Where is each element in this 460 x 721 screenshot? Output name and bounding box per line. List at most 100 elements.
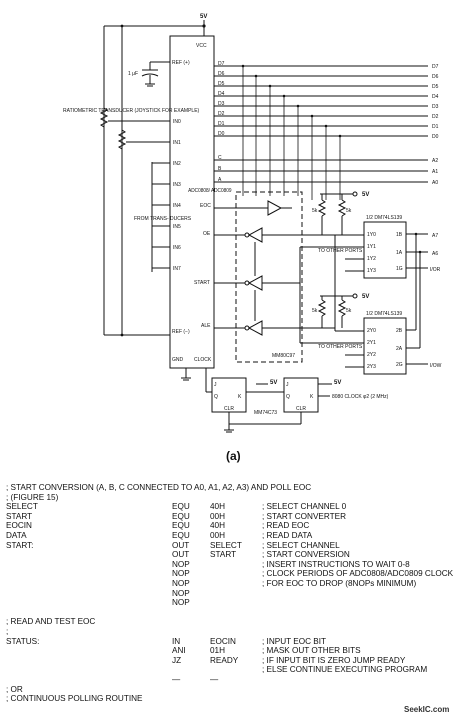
decoder-b [363,317,407,375]
ref-plus-label: REF (+) [172,60,190,66]
dec-b-2y1: 2Y1 [367,340,376,346]
ff2-clr: CLR [296,406,306,412]
bus-a0: A0 [432,180,438,186]
bus-d2: D2 [432,114,439,120]
ff2-5v-label: 5V [334,380,341,386]
code-comment: ; START CONVERSION [262,550,350,560]
resistor-label-4: 5k [346,308,352,314]
dec-a-1g: 1G [396,266,403,272]
io-r-label: I/OR [430,267,441,273]
code-label: SELECT [6,502,38,512]
code-operand: 00H [210,511,226,521]
code-comment: ; INSERT INSTRUCTIONS TO WAIT 0-8 [262,559,410,569]
code-operand: — [210,675,219,684]
pin-c: C [218,155,222,161]
code-comment: ; FOR EOC TO DROP (8NOPs MINIMUM) [262,579,417,588]
ff1-j: J [214,382,217,388]
code-label: START [6,511,33,521]
clock-source-label: 8080 CLOCK φ2 (2 MHz) [332,394,389,400]
code-opcode: OUT [172,540,190,550]
ff1-k: K [238,394,242,400]
assembly-listing: ; START CONVERSION (A, B, C CONNECTED TO… [0,483,460,706]
dec-a-1b: 1B [396,232,403,238]
decoder-a [363,221,407,279]
code-line: ; (FIGURE 15) [0,492,460,505]
watermark: SeekIC.com [404,705,450,714]
pin-d0: D0 [218,131,225,137]
in5-label: IN5 [173,224,181,230]
resistor-label-2: 5k [346,208,352,214]
code-line: ; ELSE CONTINUE EXECUTING PROGRAM [0,666,460,677]
code-line: —— [0,675,460,687]
to-other-ports-b: TO OTHER PORTS [318,344,363,350]
pin-b: B [218,166,222,172]
pullup-5v-bottom: 5V [362,294,369,300]
code-operand: 00H [210,531,226,540]
code-line: ; START CONVERSION (A, B, C CONNECTED TO… [0,483,460,495]
code-opcode: JZ [172,655,182,665]
dec-a-1a: 1A [396,250,403,256]
pin-d1: D1 [218,121,225,127]
dec-b-2y2: 2Y2 [367,352,376,358]
code-operand: SELECT [210,540,242,550]
dec-a-1y3: 1Y3 [367,268,376,274]
code-comment: ; MASK OUT OTHER BITS [262,646,361,656]
eoc-label: EOC [200,203,211,209]
dec-b-2y3: 2Y3 [367,364,376,370]
code-operand: 40H [210,502,226,512]
capacitor-label: 1 μF [128,71,138,77]
vcc-top-label: 5V [200,14,207,20]
code-line: NOP ; CLOCK PERIODS OF ADC0808/ADC0809 CL… [0,570,460,581]
resistor-label-3: 5k [312,308,318,314]
code-label: ; [6,627,9,636]
bus-d5: D5 [432,84,439,90]
decoder-a-name: 1/2 DM74LS139 [366,215,402,221]
dec-b-2y0: 2Y0 [367,328,376,334]
in2-label: IN2 [173,161,181,167]
code-comment: ; SELECT CHANNEL 0 [262,502,347,512]
bus-d7: D7 [432,64,439,70]
code-line: ; CONTINUOUS POLLING ROUTINE [0,694,460,706]
code-label: ; READ AND TEST EOC [6,617,96,627]
decoder-b-name: 1/2 DM74LS139 [366,311,402,317]
oe-label: OE [203,231,211,237]
code-opcode: EQU [172,511,190,521]
ff1-q: Q [214,394,218,400]
code-label: ; CONTINUOUS POLLING ROUTINE [6,694,143,704]
ff1-clr: CLR [224,406,234,412]
code-operand: 01H [210,646,226,656]
code-opcode: NOP [172,588,190,598]
dec-a-1y1: 1Y1 [367,244,376,250]
code-opcode: NOP [172,569,190,579]
figure-caption: (a) [226,449,241,463]
code-line: START EQU 00H ; START CONVERTER [0,511,460,524]
code-line: NOP; INSERT INSTRUCTIONS TO WAIT 0-8 [0,559,460,572]
code-line: ; OR [0,685,460,697]
clock-label: CLOCK [194,357,212,363]
code-line: NOP [0,598,460,610]
code-comment: ; START CONVERTER [262,511,347,521]
pin-d6: D6 [218,71,225,77]
code-label: DATA [6,531,27,540]
chip-vcc-label: VCC [196,43,207,49]
code-label: EOCIN [6,521,32,531]
ff-5v-label: 5V [270,380,277,386]
resistor-label-1: 5k [312,208,318,214]
pullup-5v-top: 5V [362,192,369,198]
code-comment: ; CLOCK PERIODS OF ADC0808/ADC0809 CLOCK [262,569,454,579]
start-label: START [194,280,210,286]
from-transducers-label: FROM TRANS- DUCERS [134,216,192,222]
code-opcode: NOP [172,579,190,588]
buffer-chip-box [235,191,303,363]
code-label: ; (FIGURE 15) [6,492,59,502]
code-line: NOP [0,588,460,601]
pin-d3: D3 [218,101,225,107]
code-comment: ; INPUT EOC BIT [262,636,326,646]
code-label: ; START CONVERSION (A, B, C CONNECTED TO… [6,483,312,492]
bus-d3: D3 [432,104,439,110]
